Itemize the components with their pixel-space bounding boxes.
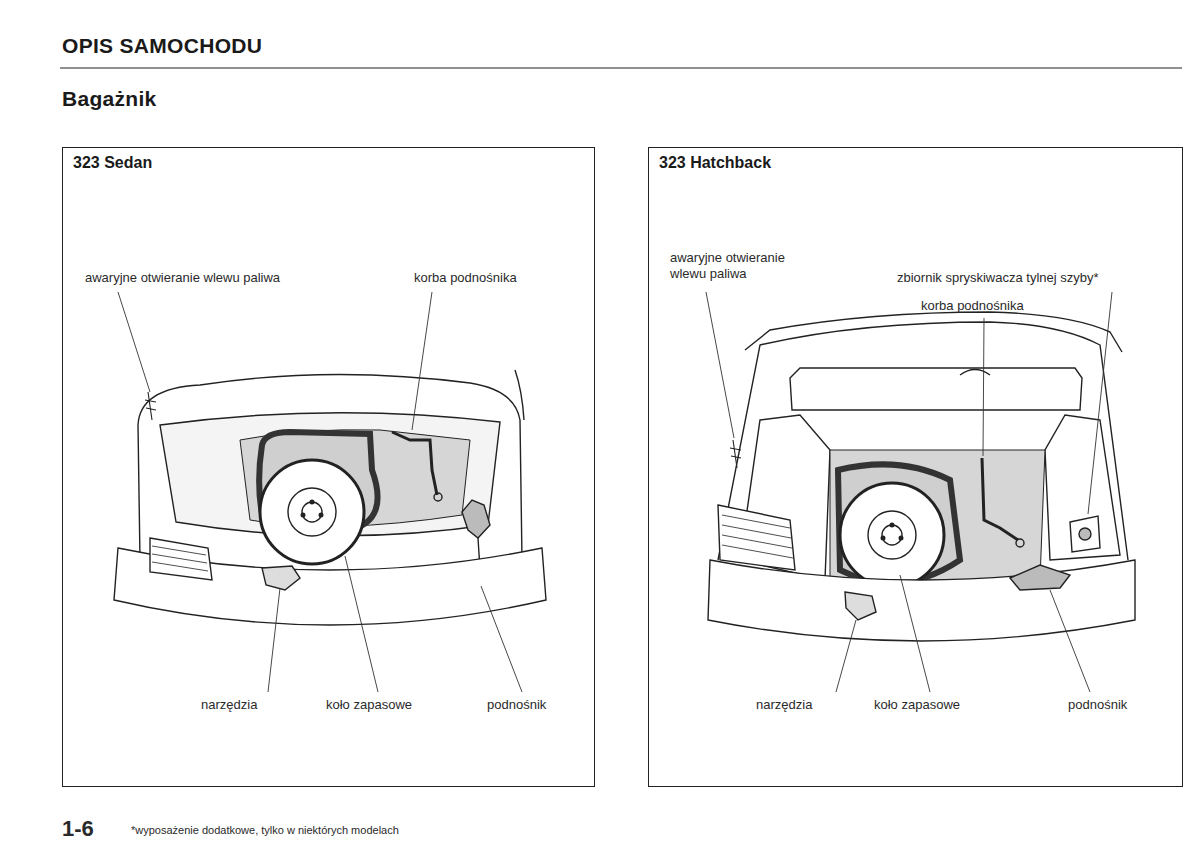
hatchback-leaders: [706, 292, 1112, 692]
part-label: awaryjne otwieranie wlewu paliwa: [670, 250, 808, 283]
part-label: koło zapasowe: [874, 697, 960, 713]
sedan-leaders: [118, 292, 522, 692]
part-label: podnośnik: [487, 697, 546, 713]
page-title: OPIS SAMOCHODU: [62, 34, 262, 58]
figure-panel: 323 Hatchback: [648, 147, 1183, 787]
figure-panel: 323 Sedan: [62, 147, 595, 787]
part-label: narzędzia: [201, 697, 257, 713]
part-label: narzędzia: [756, 697, 812, 713]
part-label: korba podnośnika: [921, 298, 1024, 314]
part-label: podnośnik: [1068, 697, 1127, 713]
hatchback-drawing: [708, 312, 1135, 641]
part-label: korba podnośnika: [414, 270, 517, 286]
footnote: *wyposażenie dodatkowe, tylko w niektóry…: [131, 824, 399, 838]
part-label: awaryjne otwieranie wlewu paliwa: [85, 270, 280, 286]
section-heading: Bagażnik: [62, 87, 157, 111]
page-number: 1-6: [62, 815, 94, 843]
panel-heading: 323 Sedan: [63, 148, 162, 178]
header-rule: [60, 67, 1182, 68]
panel-heading: 323 Hatchback: [649, 148, 781, 178]
part-label: koło zapasowe: [326, 697, 412, 713]
part-label: zbiornik spryskiwacza tylnej szyby*: [897, 270, 1099, 286]
